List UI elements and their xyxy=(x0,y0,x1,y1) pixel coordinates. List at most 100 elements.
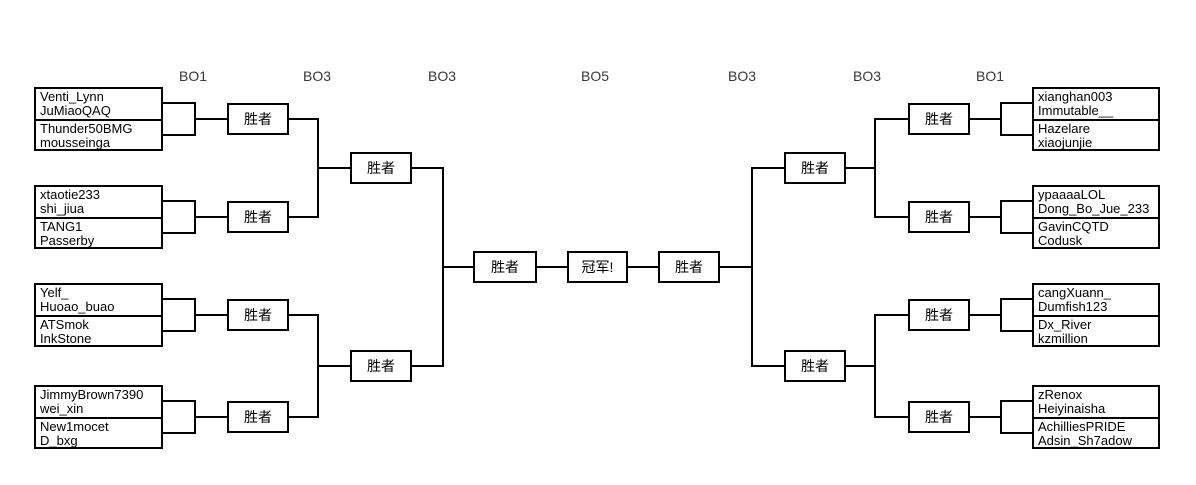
bracket-line xyxy=(289,314,318,316)
team-pair: cangXuann_ Dumfish123 xyxy=(1034,285,1158,317)
player-name: Venti_Lynn xyxy=(40,89,104,104)
bracket-line xyxy=(1000,400,1032,402)
player-name: Passerby xyxy=(40,233,95,248)
bracket-line xyxy=(1000,102,1032,104)
bracket-line xyxy=(846,167,875,169)
player-name: Adsin_Sh7adow xyxy=(1038,433,1132,448)
bracket-line xyxy=(1000,102,1002,136)
player-name: Dong_Bo_Jue_233 xyxy=(1038,201,1150,216)
winner-box: 胜者 xyxy=(227,401,289,433)
winner-box: 胜者 xyxy=(908,401,970,433)
bracket-line xyxy=(163,232,195,234)
player-name: ATSmok xyxy=(40,317,89,332)
bracket-line xyxy=(1000,298,1002,332)
bracket-line xyxy=(1000,400,1002,434)
team-pair: Yelf_ Huoao_buao xyxy=(36,285,161,317)
bracket-line xyxy=(970,416,1001,418)
bracket-line xyxy=(289,216,318,218)
bracket-line xyxy=(289,118,318,120)
bracket-line xyxy=(1000,298,1032,300)
team-box: Venti_Lynn JuMiaoQAQ Thunder50BMG mousse… xyxy=(34,87,163,151)
bracket-line xyxy=(970,216,1001,218)
team-pair: xtaotie233 shi_jiua xyxy=(36,187,161,219)
team-pair: ATSmok InkStone xyxy=(36,317,161,347)
team-pair: Venti_Lynn JuMiaoQAQ xyxy=(36,89,161,121)
winner-box: 胜者 xyxy=(227,299,289,331)
bracket-line xyxy=(751,167,784,169)
bracket-line xyxy=(289,416,318,418)
player-name: Yelf_ xyxy=(40,285,69,300)
bracket-line xyxy=(412,167,443,169)
winner-box: 胜者 xyxy=(350,152,412,184)
bracket-line xyxy=(1000,330,1032,332)
player-name: D_bxg xyxy=(40,433,78,448)
bracket-line xyxy=(874,216,908,218)
bracket-line xyxy=(1000,200,1002,234)
player-name: Thunder50BMG xyxy=(40,121,133,136)
bracket-line xyxy=(970,118,1001,120)
bracket-line xyxy=(194,216,227,218)
bracket-line xyxy=(442,266,473,268)
round-label: BO5 xyxy=(580,68,609,84)
bracket-line xyxy=(163,200,195,202)
player-name: Codusk xyxy=(1038,233,1083,248)
winner-box: 胜者 xyxy=(784,350,846,382)
team-box: zRenox Heiyinaisha AchilliesPRIDE Adsin_… xyxy=(1032,385,1160,449)
team-pair: TANG1 Passerby xyxy=(36,219,161,249)
player-name: kzmillion xyxy=(1038,331,1088,346)
team-pair: Thunder50BMG mousseinga xyxy=(36,121,161,151)
bracket-line xyxy=(846,365,875,367)
player-name: mousseinga xyxy=(40,135,111,150)
winner-box: 胜者 xyxy=(227,103,289,135)
player-name: cangXuann_ xyxy=(1038,285,1112,300)
team-pair: ypaaaaLOL Dong_Bo_Jue_233 xyxy=(1034,187,1158,219)
player-name: Heiyinaisha xyxy=(1038,401,1106,416)
winner-box: 胜者 xyxy=(784,152,846,184)
player-name: TANG1 xyxy=(40,219,83,234)
champion-box: 冠军! xyxy=(567,251,628,283)
team-box: ypaaaaLOL Dong_Bo_Jue_233 GavinCQTD Codu… xyxy=(1032,185,1160,249)
bracket-line xyxy=(317,365,350,367)
player-name: xtaotie233 xyxy=(40,187,100,202)
bracket-line xyxy=(163,330,195,332)
team-box: JimmyBrown7390 wei_xin New1mocet D_bxg xyxy=(34,385,163,449)
player-name: Huoao_buao xyxy=(40,299,115,314)
bracket-line xyxy=(1000,232,1032,234)
bracket-line xyxy=(751,365,784,367)
team-box: Yelf_ Huoao_buao ATSmok InkStone xyxy=(34,283,163,347)
bracket-line xyxy=(194,118,227,120)
bracket-line xyxy=(874,314,876,418)
team-pair: JimmyBrown7390 wei_xin xyxy=(36,387,161,419)
round-label: BO3 xyxy=(302,68,331,84)
bracket-line xyxy=(1000,134,1032,136)
player-name: Immutable__ xyxy=(1038,103,1114,118)
team-box: xianghan003 Immutable__ Hazelare xiaojun… xyxy=(1032,87,1160,151)
bracket-line xyxy=(537,266,567,268)
bracket-line xyxy=(874,118,908,120)
team-pair: xianghan003 Immutable__ xyxy=(1034,89,1158,121)
winner-box: 胜者 xyxy=(227,201,289,233)
round-label: BO3 xyxy=(852,68,881,84)
round-label: BO3 xyxy=(427,68,456,84)
player-name: zRenox xyxy=(1038,387,1083,402)
bracket-line xyxy=(1000,200,1032,202)
bracket-line xyxy=(874,416,908,418)
winner-box: 胜者 xyxy=(658,251,720,283)
bracket-line xyxy=(163,298,195,300)
round-label: BO1 xyxy=(975,68,1004,84)
round-label: BO1 xyxy=(178,68,207,84)
player-name: shi_jiua xyxy=(40,201,85,216)
player-name: Dx_River xyxy=(1038,317,1092,332)
winner-box: 胜者 xyxy=(908,103,970,135)
player-name: wei_xin xyxy=(40,401,84,416)
player-name: InkStone xyxy=(40,331,92,346)
round-label: BO3 xyxy=(727,68,756,84)
winner-box: 胜者 xyxy=(350,350,412,382)
team-pair: New1mocet D_bxg xyxy=(36,419,161,449)
player-name: JuMiaoQAQ xyxy=(40,103,111,118)
bracket-line xyxy=(751,167,753,367)
player-name: AchilliesPRIDE xyxy=(1038,419,1126,434)
winner-box: 胜者 xyxy=(473,251,537,283)
team-box: cangXuann_ Dumfish123 Dx_River kzmillion xyxy=(1032,283,1160,347)
